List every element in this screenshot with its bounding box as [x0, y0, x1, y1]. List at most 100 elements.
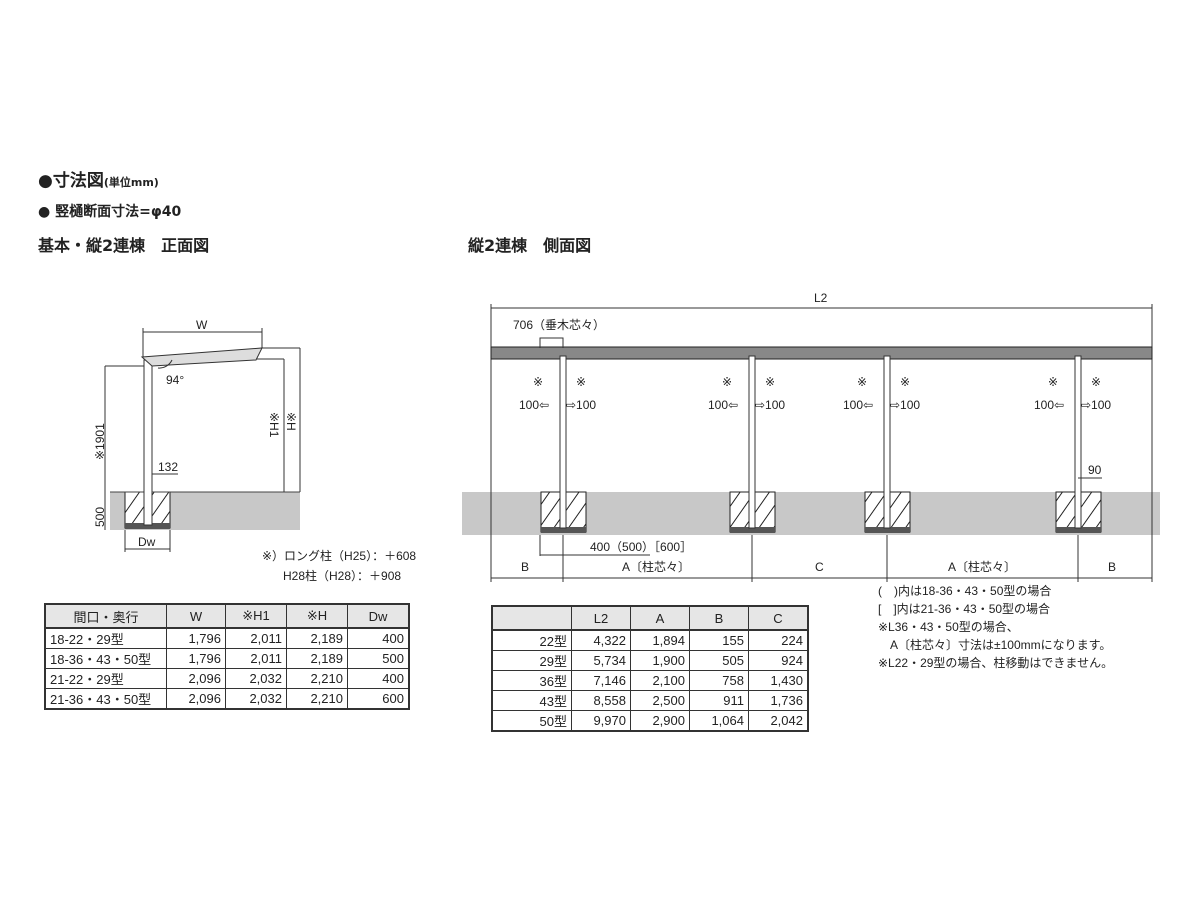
clearance-right-label: ⇨100	[1081, 398, 1111, 412]
post	[143, 359, 153, 526]
note: ( )内は18-36・43・50型の場合	[878, 584, 1052, 598]
note: A〔柱芯々〕寸法は±100mmになります。	[878, 638, 1112, 652]
table-cell: 2,210	[286, 688, 348, 710]
notes: ( )内は18-36・43・50型の場合 [ ]内は21-36・43・50型の場…	[878, 582, 1113, 672]
h1-label: ※H1	[267, 412, 281, 438]
side-view	[462, 304, 1160, 582]
col-header: ※H	[286, 603, 348, 629]
dw-label: Dw	[138, 535, 156, 549]
segment-a-left: A〔柱芯々〕	[622, 559, 690, 574]
table-cell: 21-36・43・50型	[44, 688, 167, 710]
table-cell: 505	[689, 650, 749, 671]
col-header: Dw	[347, 603, 410, 629]
post	[748, 355, 756, 529]
table-cell: 1,064	[689, 710, 749, 732]
clearance-right-label: ⇨100	[890, 398, 920, 412]
segment-b-left: B	[521, 560, 529, 574]
asterisk-mark: ※	[576, 375, 586, 389]
table-cell: 2,096	[166, 688, 226, 710]
d132-label: 132	[158, 460, 178, 474]
table-cell: 18-22・29型	[44, 627, 167, 649]
table-cell: 2,032	[225, 688, 287, 710]
table-cell: 18-36・43・50型	[44, 648, 167, 669]
col-header	[491, 605, 572, 631]
table-cell: 22型	[491, 629, 572, 651]
col-header: 間口・奥行	[44, 603, 167, 629]
post	[883, 355, 891, 529]
asterisk-mark: ※	[857, 375, 867, 389]
col-header: W	[166, 603, 226, 629]
table-cell: 924	[748, 650, 809, 671]
table-cell: 600	[347, 688, 410, 710]
table-cell: 400	[347, 627, 410, 649]
asterisk-mark: ※	[1048, 375, 1058, 389]
table-cell: 7,146	[571, 670, 631, 691]
front-view: W 94° ※1901 500 ※H1 ※H 132 Dw ※）ロング柱（H25…	[93, 318, 416, 583]
table-cell: 50型	[491, 710, 572, 732]
angle-label: 94°	[166, 373, 184, 387]
table-cell: 2,096	[166, 668, 226, 689]
table-cell: 2,011	[225, 648, 287, 669]
table-cell: 1,894	[630, 629, 690, 651]
table-cell: 1,900	[630, 650, 690, 671]
table-cell: 5,734	[571, 650, 631, 671]
post	[1074, 355, 1082, 529]
table-cell: 2,011	[225, 627, 287, 649]
clearance-left-label: 100⇦	[843, 398, 873, 412]
segment-a-right: A〔柱芯々〕	[948, 559, 1016, 574]
long-post-note: ※）ロング柱（H25）：＋608	[262, 548, 416, 563]
asterisk-mark: ※	[900, 375, 910, 389]
asterisk-mark: ※	[765, 375, 775, 389]
note: ※L36・43・50型の場合、	[878, 620, 1019, 634]
table-cell: 155	[689, 629, 749, 651]
table-cell: 29型	[491, 650, 572, 671]
table-cell: 500	[347, 648, 410, 669]
d90-label: 90	[1088, 463, 1102, 477]
table-cell: 224	[748, 629, 809, 651]
table-cell: 1,796	[166, 627, 226, 649]
col-header: L2	[571, 605, 631, 631]
col-header: A	[630, 605, 690, 631]
post	[559, 355, 567, 529]
w-label: W	[196, 318, 208, 332]
note: ※L22・29型の場合、柱移動はできません。	[878, 656, 1114, 670]
col-header: C	[748, 605, 809, 631]
table-cell: 2,189	[286, 648, 348, 669]
gutter-spec: ● 竪樋断面寸法=φ40	[38, 204, 182, 220]
table-cell: 2,900	[630, 710, 690, 732]
table-cell: 1,430	[748, 670, 809, 691]
depth-500-label: 500	[93, 507, 107, 527]
h-label: ※H	[284, 412, 298, 431]
col-header: ※H1	[225, 603, 287, 629]
segment-b-right: B	[1108, 560, 1116, 574]
table-cell: 2,042	[748, 710, 809, 732]
table-cell: 758	[689, 670, 749, 691]
table-cell: 2,032	[225, 668, 287, 689]
table-cell: 43型	[491, 690, 572, 711]
clearance-left-label: 100⇦	[708, 398, 738, 412]
asterisk-mark: ※	[722, 375, 732, 389]
clearance-right-label: ⇨100	[755, 398, 785, 412]
asterisk-mark: ※	[1091, 375, 1101, 389]
roof	[140, 347, 263, 367]
front-view-title: 基本・縦2連棟 正面図	[38, 236, 210, 255]
side-view-title: 縦2連棟 側面図	[468, 236, 592, 255]
segment-c: C	[815, 560, 824, 574]
footing-size-label: 400（500）［600］	[590, 540, 692, 554]
table-cell: 4,322	[571, 629, 631, 651]
h1901-label: ※1901	[93, 423, 107, 460]
table-cell: 9,970	[571, 710, 631, 732]
col-header: B	[689, 605, 749, 631]
clearance-left-label: 100⇦	[1034, 398, 1064, 412]
table-cell: 1,736	[748, 690, 809, 711]
